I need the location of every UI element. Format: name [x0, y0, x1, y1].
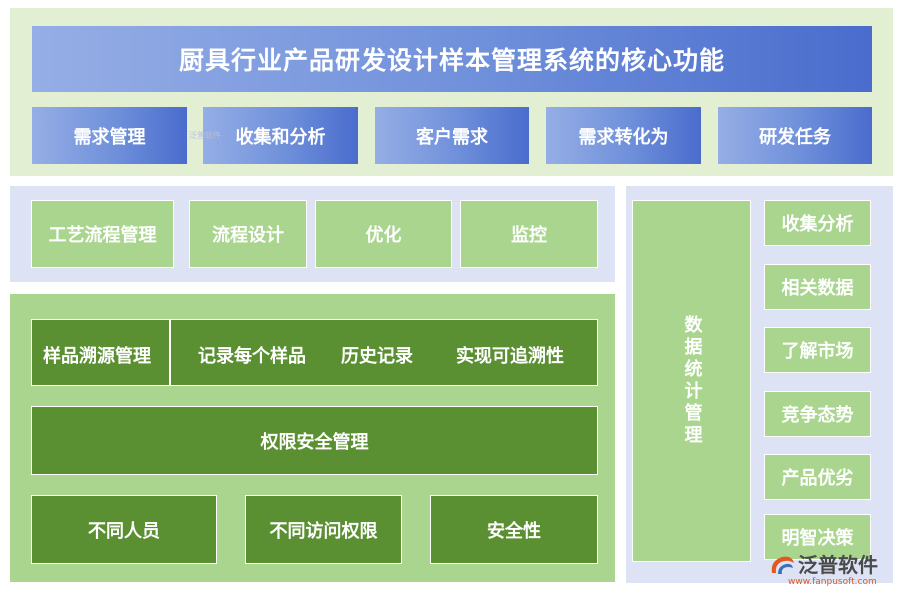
traceability: 实现可追溯性 [456, 346, 564, 367]
brand-logo: 泛普软件 www.fanpusoft.com [768, 553, 898, 593]
requirement-step-4: 需求转化为 [546, 107, 701, 164]
optimize-box: 优化 [315, 200, 452, 268]
different-people-box: 不同人员 [31, 495, 217, 564]
data-stats-management-box: 数据统计管理 [632, 200, 751, 562]
security-box: 安全性 [430, 495, 598, 564]
process-design-box: 流程设计 [189, 200, 307, 268]
monitor-box: 监控 [460, 200, 598, 268]
requirement-step-3: 客户需求 [375, 107, 529, 164]
history-record: 历史记录 [341, 346, 413, 367]
sample-trace-title: 样品溯源管理 [43, 346, 151, 367]
stats-item-6: 明智决策 [764, 514, 871, 560]
record-each-sample: 记录每个样品 [198, 346, 306, 367]
access-rights-box: 不同访问权限 [245, 495, 402, 564]
stats-item-5: 产品优劣 [764, 454, 871, 500]
stats-item-4: 竞争态势 [764, 391, 871, 437]
stats-item-1: 收集分析 [764, 200, 871, 246]
process-management-box: 工艺流程管理 [31, 200, 174, 268]
requirement-step-1: 需求管理 [32, 107, 187, 164]
brand-url: www.fanpusoft.com [788, 577, 877, 587]
brand-name: 泛普软件 [798, 553, 878, 577]
stats-item-2: 相关数据 [764, 264, 871, 310]
sample-trace-divider [169, 319, 171, 386]
requirement-step-5: 研发任务 [718, 107, 872, 164]
sample-trace-row [31, 319, 598, 386]
requirement-step-2: 收集和分析 [203, 107, 358, 164]
page-title: 厨具行业产品研发设计样本管理系统的核心功能 [32, 26, 872, 92]
stats-item-3: 了解市场 [764, 327, 871, 373]
permission-security-box: 权限安全管理 [31, 406, 598, 475]
brand-logo-icon [771, 556, 794, 574]
watermark-logo: 泛普软件 [189, 131, 221, 140]
